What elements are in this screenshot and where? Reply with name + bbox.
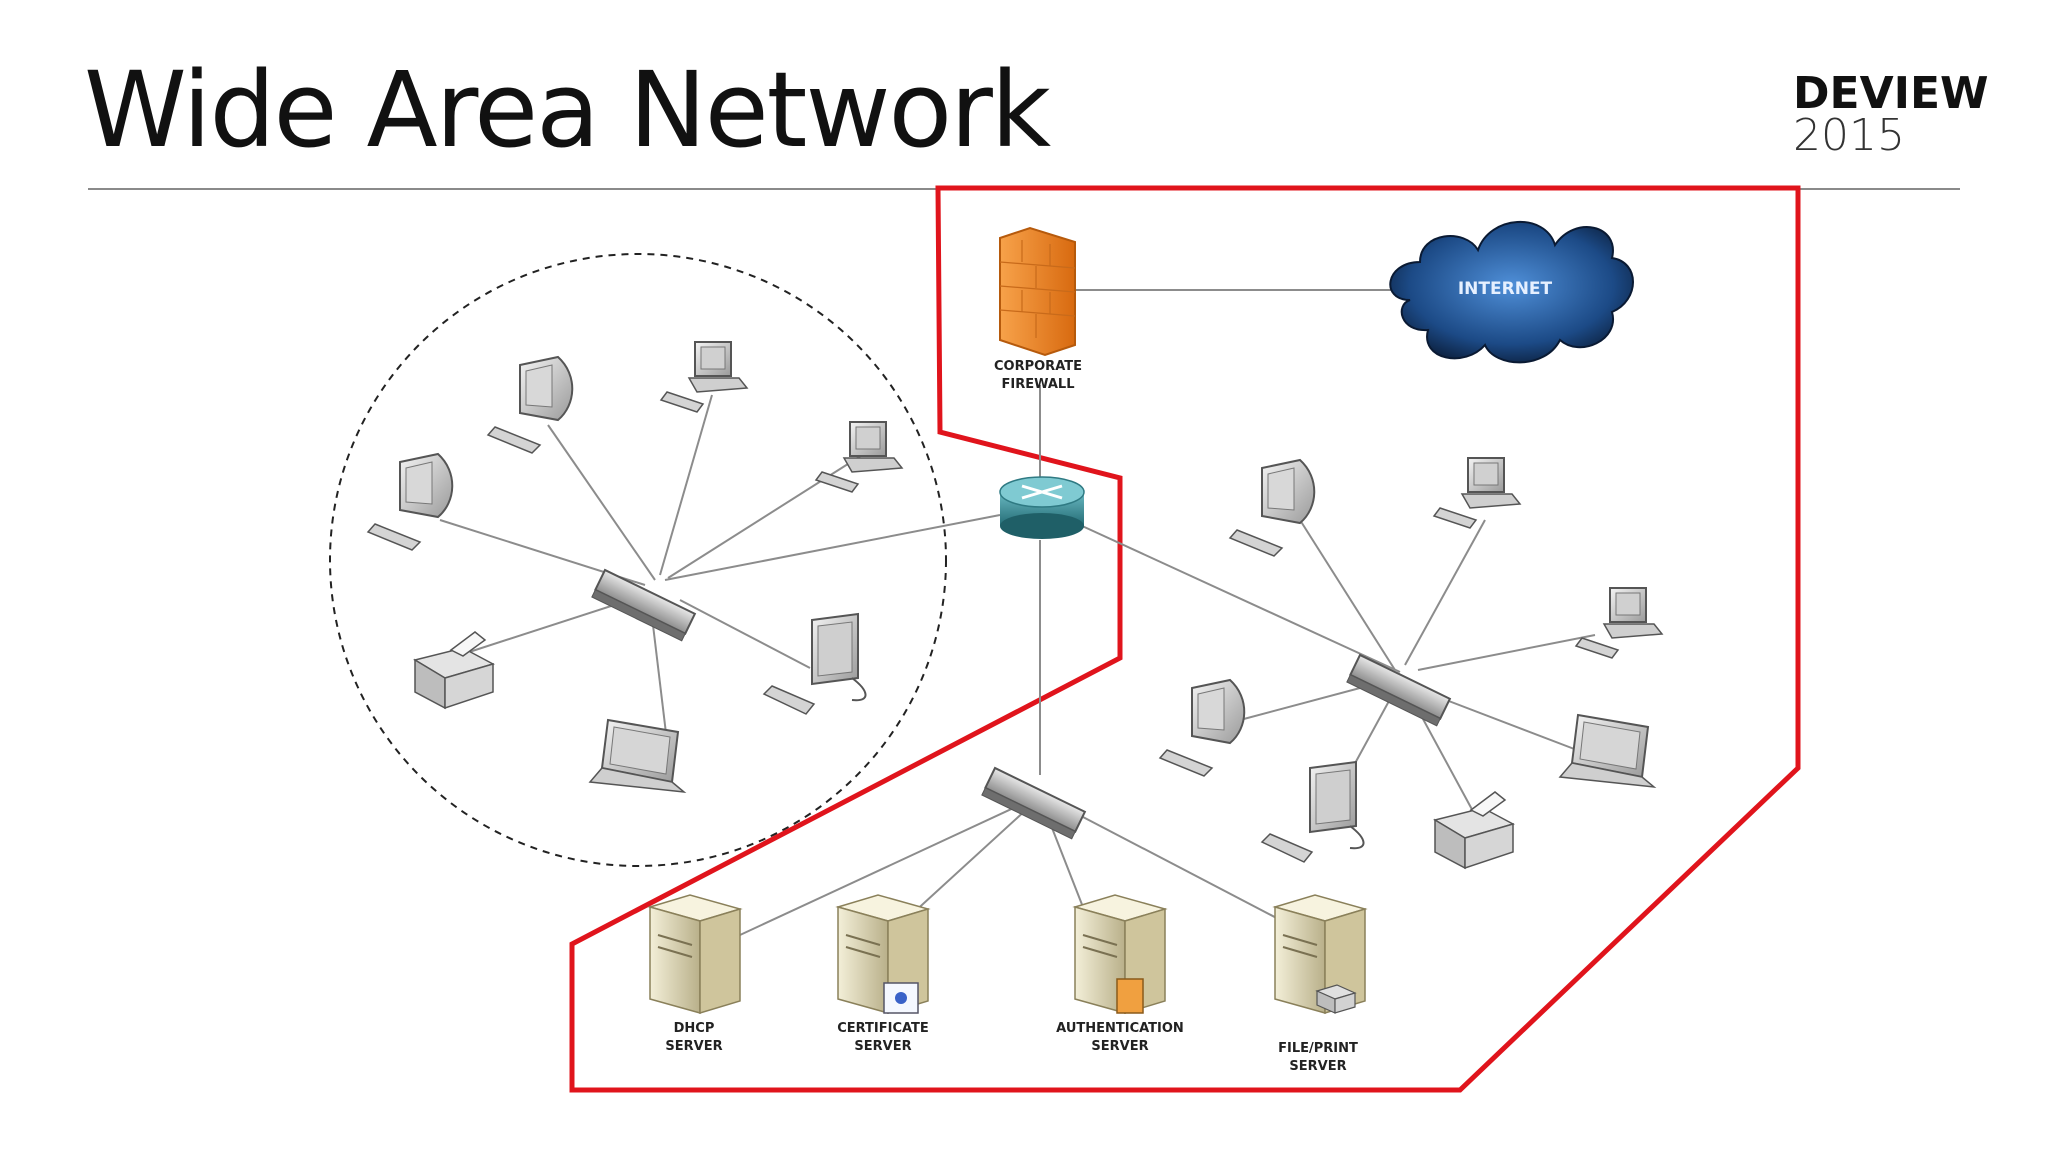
left-desktop-pc-1-icon	[486, 355, 574, 454]
firewall-label-line1: CORPORATE	[994, 359, 1082, 374]
right-tower-pc-2-icon	[1574, 587, 1664, 659]
left-tower-pc-1-icon	[659, 341, 749, 413]
certificate-server-icon	[835, 894, 931, 1015]
server-switch-icon	[981, 766, 1087, 840]
internet-label: INTERNET	[1458, 279, 1553, 299]
logo-name: DEVIEW	[1793, 68, 1989, 119]
right-printer-icon	[1433, 791, 1515, 870]
firewall-label-line2: FIREWALL	[1002, 377, 1075, 392]
deview-logo: DEVIEW 2015	[1793, 72, 1989, 158]
corporate-firewall-icon	[999, 226, 1076, 357]
dhcp-server-icon	[647, 894, 743, 1015]
right-tower-pc-1-icon	[1432, 457, 1522, 529]
left-desktop-pc-2-icon	[366, 452, 454, 551]
router-icon	[999, 476, 1085, 539]
left-lan-switch-icon	[591, 568, 697, 642]
dhcp-server-label-line1: DHCP	[674, 1021, 715, 1036]
left-laptop-icon	[588, 718, 687, 794]
slide-title: Wide Area Network	[84, 49, 1051, 171]
right-flat-monitor-icon	[1260, 760, 1365, 863]
dhcp-server-label-line2: SERVER	[665, 1039, 722, 1054]
certificate-server-label-line1: CERTIFICATE	[837, 1021, 929, 1036]
left-tower-pc-2-icon	[814, 421, 904, 493]
file-print-server-label-line2: SERVER	[1289, 1059, 1346, 1074]
authentication-server-icon	[1072, 894, 1168, 1015]
certificate-server-label-line2: SERVER	[854, 1039, 911, 1054]
authentication-server-label-line2: SERVER	[1091, 1039, 1148, 1054]
left-printer-icon	[413, 631, 495, 710]
right-laptop-icon	[1558, 713, 1657, 789]
right-lan-switch-icon	[1346, 653, 1452, 727]
lan-boundary-circle	[329, 253, 947, 867]
file-print-server-label-line1: FILE/PRINT	[1278, 1041, 1358, 1056]
file-print-server-icon	[1272, 894, 1368, 1015]
internet-cloud-icon	[1389, 221, 1634, 364]
logo-year: 2015	[1793, 110, 1905, 161]
left-flat-monitor-icon	[762, 612, 867, 715]
right-desktop-pc-1-icon	[1228, 458, 1316, 557]
right-desktop-pc-2-icon	[1158, 678, 1246, 777]
authentication-server-label-line1: AUTHENTICATION	[1056, 1021, 1184, 1036]
highlight-outline	[569, 185, 1801, 1093]
